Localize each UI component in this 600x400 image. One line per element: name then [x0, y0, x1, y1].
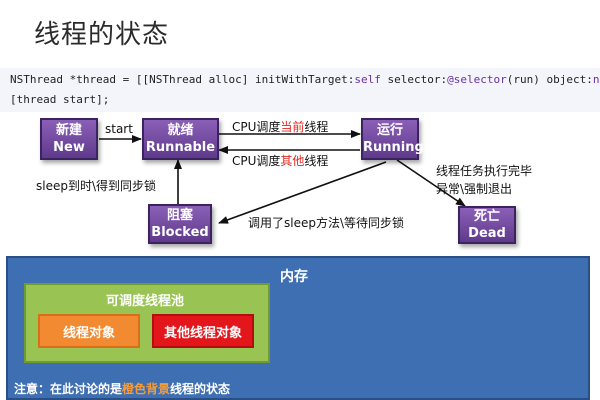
- code-keyword-nil: nil: [592, 73, 600, 86]
- label-cpu-other-a: CPU调度: [232, 154, 281, 168]
- code-keyword-selector: @selector: [447, 73, 507, 86]
- slide-title: 线程的状态: [34, 20, 170, 50]
- memory-title: 内存: [280, 269, 308, 285]
- label-cpu-current: CPU调度当前线程: [232, 118, 328, 135]
- state-new: 新建 New: [40, 118, 98, 160]
- label-sleep-called: 调用了sleep方法\等待同步锁: [248, 216, 405, 230]
- state-blocked-cn: 阻塞: [166, 208, 193, 223]
- label-cpu-other: CPU调度其他线程: [232, 152, 328, 169]
- state-dead-en: Dead: [468, 226, 506, 241]
- label-cpu-current-a: CPU调度: [232, 120, 281, 134]
- label-cpu-other-b: 线程: [304, 154, 329, 168]
- label-dead-reason-2: 异常\强制退出: [436, 182, 513, 196]
- state-running: 运行 Running: [361, 118, 424, 160]
- state-blocked: 阻塞 Blocked: [148, 204, 212, 244]
- code-line-1: NSThread *thread = [[NSThread alloc] ini…: [10, 70, 600, 90]
- label-cpu-current-red: 当前: [280, 120, 305, 134]
- label-dead-reason-1: 线程任务执行完毕: [436, 164, 533, 178]
- code-line-2: [thread start];: [10, 93, 110, 106]
- label-cpu-current-b: 线程: [304, 120, 329, 134]
- note-highlight: 橙色背景: [122, 382, 171, 396]
- state-new-cn: 新建: [55, 123, 82, 138]
- state-blocked-en: Blocked: [151, 225, 209, 240]
- state-runnable-cn: 就绪: [167, 123, 194, 138]
- code-line-1-part-a: NSThread *thread = [[NSThread alloc] ini…: [10, 73, 355, 86]
- state-runnable-en: Runnable: [145, 140, 216, 155]
- arrow-running-to-blocked: [218, 161, 387, 224]
- note-text: 注意：在此讨论的是橙色背景线程的状态: [14, 380, 230, 397]
- state-running-en: Running: [363, 140, 424, 155]
- other-thread-objects-box: 其他线程对象: [152, 314, 254, 348]
- pool-title: 可调度线程池: [106, 294, 185, 309]
- note-part-b: 线程的状态: [170, 382, 231, 396]
- code-block: NSThread *thread = [[NSThread alloc] ini…: [0, 68, 600, 112]
- arrow-running-to-dead: [396, 159, 466, 207]
- label-start: start: [105, 122, 133, 136]
- label-cpu-other-red: 其他: [280, 154, 305, 168]
- label-sleep-done: sleep到时\得到同步锁: [36, 179, 157, 193]
- code-keyword-self: self: [354, 73, 381, 86]
- state-dead: 死亡 Dead: [458, 206, 516, 244]
- code-line-1-part-c: (run) object:: [506, 73, 593, 86]
- state-running-cn: 运行: [376, 123, 403, 138]
- note-part-a: 注意：在此讨论的是: [14, 382, 123, 396]
- state-dead-cn: 死亡: [473, 209, 500, 224]
- code-line-1-part-b: selector:: [380, 73, 448, 86]
- state-new-en: New: [53, 140, 85, 155]
- transition-arrows: [99, 130, 466, 224]
- thread-object-box: 线程对象: [38, 314, 140, 348]
- state-runnable: 就绪 Runnable: [142, 118, 219, 160]
